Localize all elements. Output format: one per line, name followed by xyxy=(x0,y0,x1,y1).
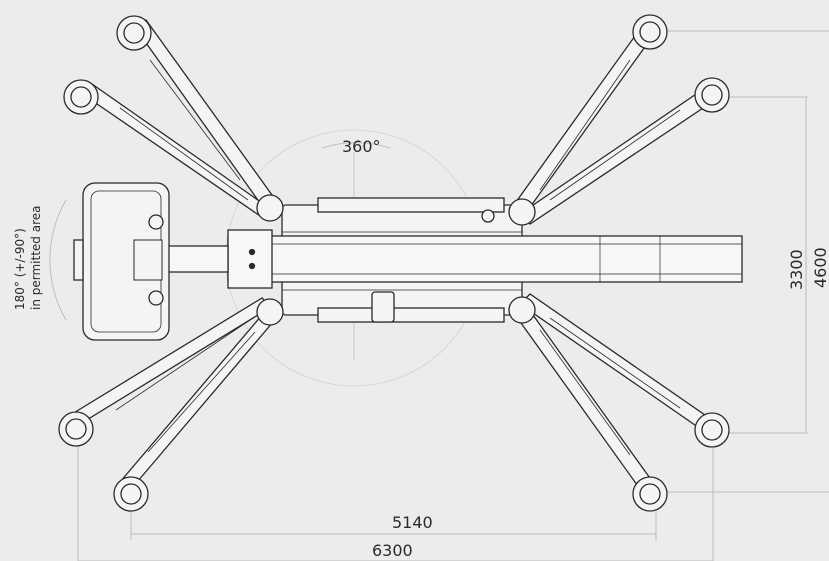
outrigger-upper-right-inner xyxy=(518,77,730,225)
rotation-label: 360° xyxy=(342,137,381,156)
dimension-6300: 6300 xyxy=(372,541,413,560)
outrigger-lower-left-inner xyxy=(58,297,273,447)
outrigger-lower-right-inner xyxy=(518,293,730,448)
basket-rotation-label-line2: in permitted area xyxy=(29,206,43,310)
winch-knob xyxy=(481,209,495,223)
outrigger-upper-left-outer xyxy=(116,15,273,204)
basket-gate xyxy=(73,239,84,281)
outrigger-lower-left-outer xyxy=(113,314,274,512)
outrigger-upper-left-inner xyxy=(63,79,277,221)
outrigger-upper-right-outer xyxy=(515,14,668,211)
dimension-4600: 4600 xyxy=(811,247,829,288)
boom-base xyxy=(227,229,273,289)
jib xyxy=(167,245,229,273)
dimension-3300: 3300 xyxy=(787,249,806,290)
basket xyxy=(73,182,170,341)
basket-rotation-label-line1: 180° (+/-90°) xyxy=(13,228,27,310)
outrigger-lower-right-outer xyxy=(515,307,668,512)
control-box xyxy=(371,291,395,323)
boom xyxy=(167,229,743,289)
outriggers xyxy=(58,14,730,512)
dimension-5140: 5140 xyxy=(392,513,433,532)
